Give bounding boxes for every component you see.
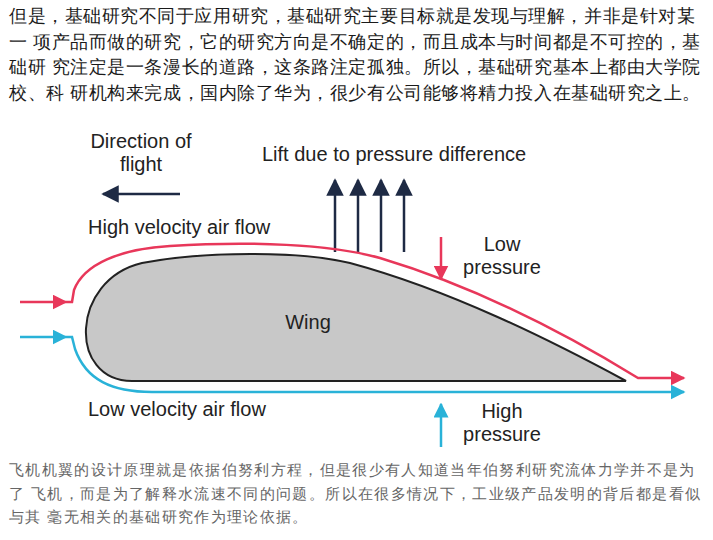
figure-caption: 飞机机翼的设计原理就是依据伯努利方程，但是很少有人知道当年伯努利研究流体力学并不…	[9, 458, 705, 529]
wing-shape: Wing	[60, 240, 640, 390]
wing-outline	[60, 240, 640, 390]
flight-label: Direction of flight	[86, 130, 196, 176]
pressure-label: Low pressure	[452, 233, 552, 279]
low-velocity-flow	[20, 336, 66, 339]
wing-label: Wing	[285, 311, 331, 334]
pressure-label: High pressure	[452, 400, 552, 446]
flow-label: High velocity air flow	[88, 216, 270, 239]
lift-label: Lift due to pressure difference	[262, 143, 526, 166]
body-paragraph: 但是，基础研究不同于应用研究，基础研究主要目标就是发现与理解，并非是针对某一 项…	[9, 4, 703, 106]
flight-arrow	[103, 193, 180, 196]
lift-arrows	[335, 180, 404, 252]
high-pressure-arrow	[440, 404, 443, 447]
low-pressure-arrow	[440, 237, 443, 279]
flow-label: Low velocity air flow	[88, 398, 266, 421]
high-velocity-flow	[20, 301, 66, 304]
